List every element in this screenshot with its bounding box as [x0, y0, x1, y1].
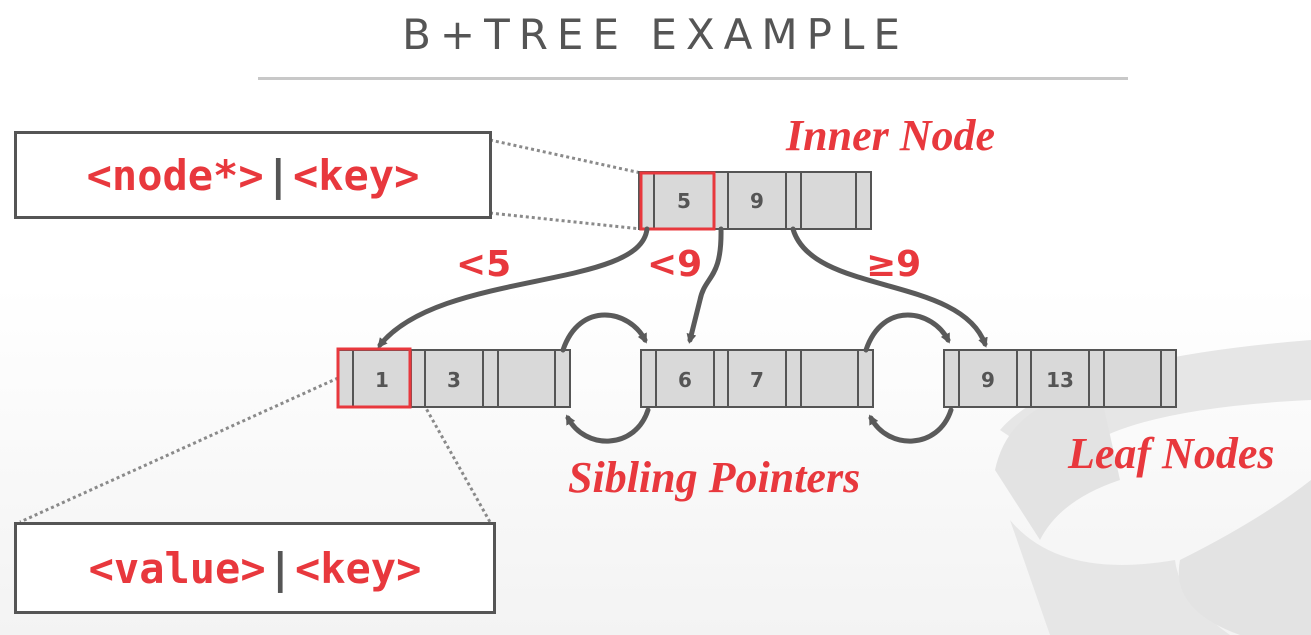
leaf-nodes-label: Leaf Nodes — [1068, 429, 1275, 478]
value-text: <value> — [88, 543, 266, 593]
sibling-arrow-3-to-2 — [868, 407, 954, 444]
leaf-node-entry-format: <value>|<key> — [14, 522, 496, 614]
leaf3-key-1: 13 — [1046, 368, 1074, 392]
leaf-node-2: 6 7 — [640, 349, 874, 408]
arrow-lt9 — [686, 226, 724, 344]
inner-key-0: 5 — [677, 189, 691, 213]
sibling-pointers-label: Sibling Pointers — [568, 453, 861, 502]
sibling-arrow-1-to-2 — [560, 312, 648, 353]
comparator-lt5: <5 — [456, 244, 512, 285]
leaf2-key-1: 7 — [750, 368, 764, 392]
arrow-ge9 — [790, 226, 988, 348]
page-title: B+TREE EXAMPLE — [402, 10, 909, 59]
inner-node-highlight — [639, 171, 716, 231]
callout-line-inner-bottom — [489, 211, 642, 231]
key-text: <key> — [292, 150, 420, 200]
comparator-lt9: <9 — [647, 244, 703, 285]
leaf3-key-0: 9 — [981, 368, 995, 392]
inner-node-label: Inner Node — [786, 111, 996, 160]
inner-key-1: 9 — [750, 189, 764, 213]
arrow-lt5 — [377, 226, 650, 349]
callout-lines — [19, 138, 642, 524]
separator: | — [267, 543, 293, 593]
key-text: <key> — [294, 543, 422, 593]
leaf1-key-1: 3 — [447, 368, 461, 392]
leaf-node-highlight — [336, 347, 412, 409]
leaf-node-3: 9 13 — [943, 349, 1177, 408]
node-pointer-text: <node*> — [86, 150, 264, 200]
leaf-node-1: 1 3 — [336, 347, 571, 409]
comparator-ge9: ≥9 — [866, 244, 922, 285]
inner-node-entry-format: <node*>|<key> — [14, 131, 492, 219]
separator: | — [265, 150, 291, 200]
sibling-arrow-2-to-3 — [863, 312, 951, 353]
sibling-arrow-2-to-1 — [565, 407, 651, 444]
title-divider — [258, 77, 1128, 80]
inner-node: 5 9 — [638, 171, 872, 231]
callout-line-inner-top — [489, 138, 642, 175]
callout-line-leaf-left — [19, 376, 339, 524]
leaf1-key-0: 1 — [375, 368, 389, 392]
leaf2-key-0: 6 — [678, 368, 692, 392]
